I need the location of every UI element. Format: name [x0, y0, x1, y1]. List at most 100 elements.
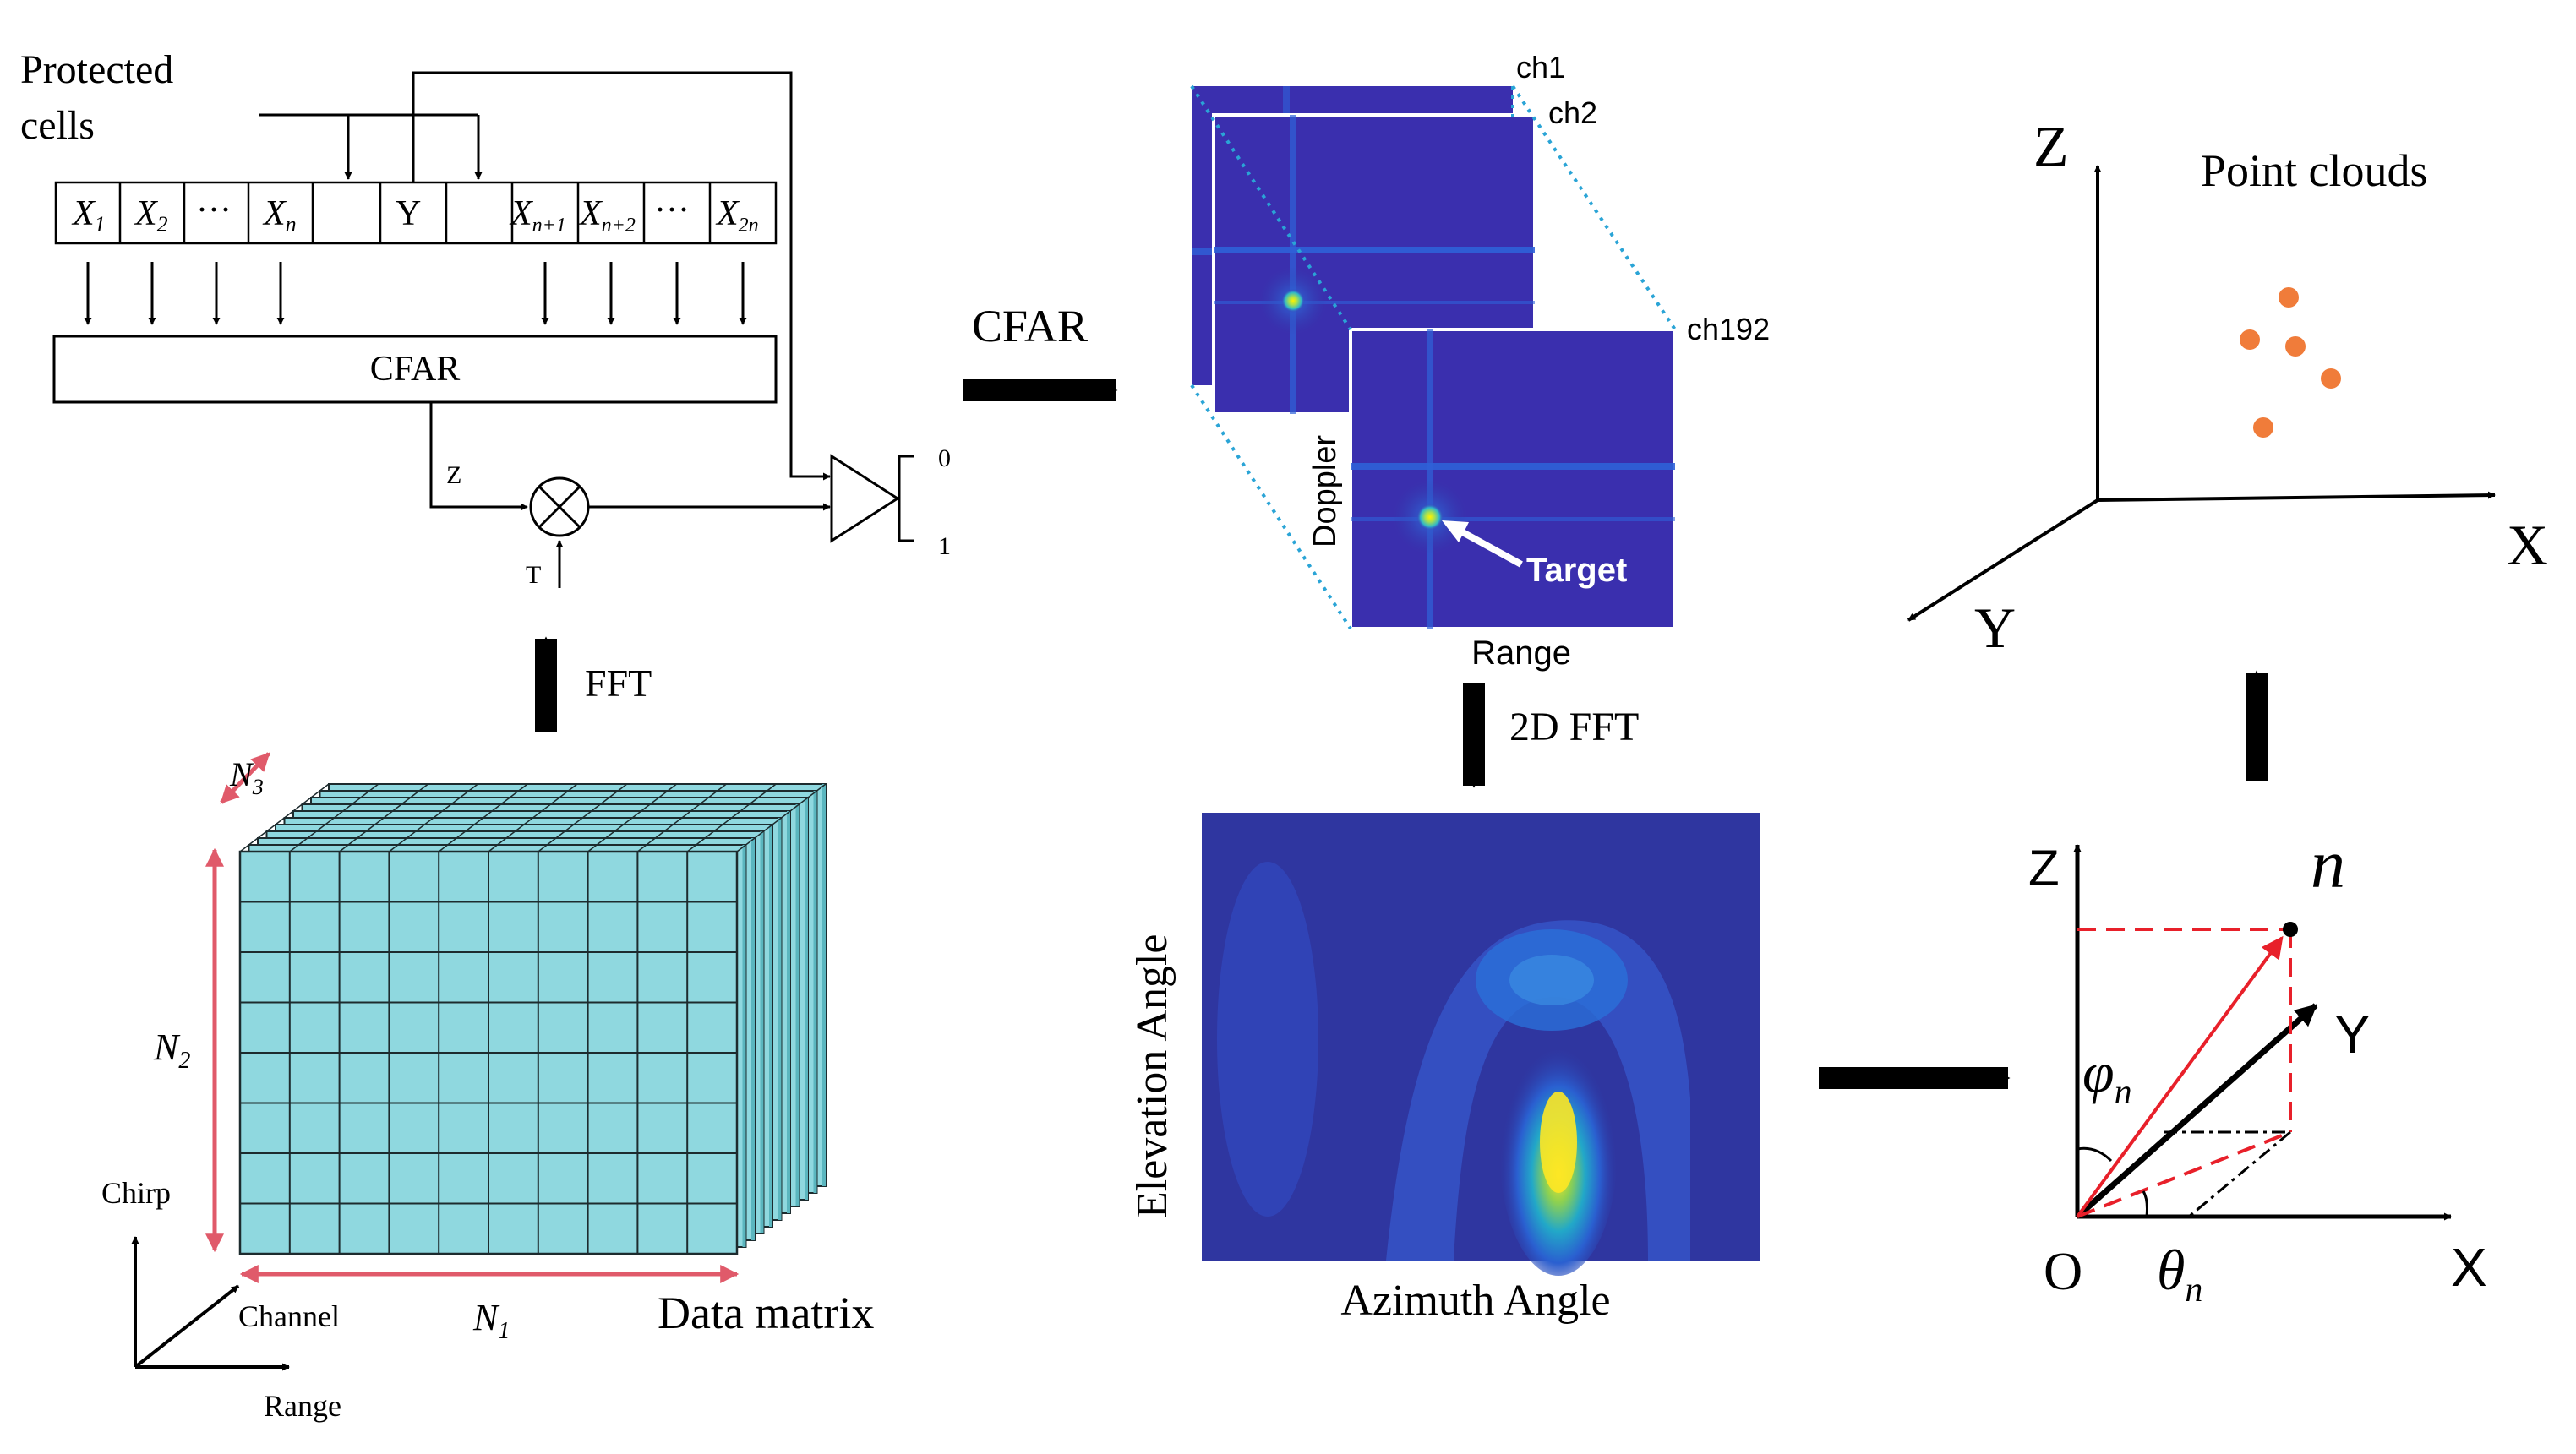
matrix-depth-line [488, 783, 578, 852]
matrix-depth-line [289, 783, 379, 852]
channel-axis [134, 1284, 240, 1369]
cfar-arrow-label: CFAR [972, 301, 1088, 351]
matrix-layer-edge [742, 845, 746, 1247]
matrix-layer-edge [787, 811, 790, 1213]
cell-x2n: X2n [715, 194, 759, 237]
pc-title: Point clouds [2201, 145, 2428, 196]
matrix-layer-edge [778, 818, 782, 1220]
protected-cells-bracket [259, 113, 483, 180]
n1-label: N1 [472, 1297, 510, 1344]
geometry-y-label: Y [2334, 1004, 2371, 1065]
cell-x1: X1 [71, 194, 106, 237]
matrix-depth-line [388, 783, 478, 852]
ch1-label: ch1 [1516, 50, 1565, 84]
angle-heatmap [1202, 813, 1760, 1276]
target-arrowhead [1442, 520, 1469, 542]
pc-points [2240, 287, 2341, 438]
matrix-layer-edge [822, 784, 826, 1186]
cell-xn2: Xn+2 [578, 194, 636, 237]
cfar-block [52, 335, 778, 404]
cells-to-cfar-arrows [84, 262, 747, 325]
protected-cells-label-line1: Protected [20, 47, 173, 92]
phi-arc [2077, 1146, 2113, 1163]
matrix-depth-line [736, 783, 827, 852]
matrix-layer-edge [769, 825, 772, 1227]
matrix-layer-edge [751, 838, 755, 1240]
comparator-symbol [830, 454, 900, 543]
pc-point [2253, 417, 2273, 438]
reference-cell-row [54, 181, 778, 245]
target-label: Target [1526, 552, 1627, 589]
matrix-layer-edge [795, 804, 800, 1206]
output-0-label: 0 [938, 444, 951, 472]
data-matrix-title: Data matrix [658, 1288, 874, 1338]
point-geometry: Z X Y O n φn θn [2028, 825, 2487, 1310]
pc-point [2321, 368, 2341, 389]
pc-x-label: X [2507, 513, 2548, 577]
ch2-label: ch2 [1548, 95, 1597, 130]
pc-y-axis [1907, 498, 2099, 622]
comparator-output-low [898, 498, 914, 542]
channel-stack-outline [1190, 84, 1677, 630]
cell-x2: X2 [134, 194, 168, 237]
z-signal-line [429, 402, 528, 511]
n2-label: N2 [153, 1027, 190, 1074]
cell-y: Y [396, 194, 421, 233]
fft2d-label: 2D FFT [1509, 705, 1639, 749]
n3-label: N3 [229, 755, 264, 799]
pc-point [2279, 287, 2299, 308]
multiplier-symbol [529, 476, 590, 537]
point-cloud-plot: Z X Y Point clouds [1907, 114, 2548, 660]
data-matrix-cube [238, 783, 827, 1255]
cfar-detector: Protected cells X1 X2 ··· Xn Y Xn+1 Xn+2… [20, 47, 951, 589]
range-doppler-maps: Target ch1 ch2 ch192 Doppler Range [1190, 50, 1770, 672]
pc-z-label: Z [2033, 114, 2069, 178]
matrix-depth-line [636, 783, 727, 852]
matrix-depth-line [538, 783, 628, 852]
channel-axis-label: Channel [238, 1299, 340, 1333]
theta-arc [2142, 1190, 2148, 1217]
range-axis-label: Range [264, 1389, 341, 1423]
matrix-layer-edge [760, 831, 764, 1233]
matrix-depth-line [686, 783, 777, 852]
z-label: Z [446, 461, 461, 489]
t-label: T [526, 561, 541, 589]
test-cell-line [412, 71, 831, 481]
comparator-output [898, 455, 914, 500]
phi-label: φn [2082, 1040, 2132, 1112]
chirp-axis-label: Chirp [101, 1176, 171, 1210]
ch192-label: ch192 [1687, 312, 1770, 346]
matrix-depth-line [438, 783, 528, 852]
geometry-y-axis [2075, 1003, 2318, 1219]
geometry-x-label: X [2451, 1237, 2487, 1298]
pc-y-label: Y [1974, 596, 2016, 660]
cell-xn1: Xn+1 [509, 194, 566, 237]
cell-xn: Xn [262, 194, 297, 237]
point-n-label: n [2311, 825, 2345, 902]
pc-point [2240, 329, 2260, 350]
cfar-block-label: CFAR [370, 350, 461, 389]
n3-dimension-arrow [220, 752, 270, 804]
elevation-angle-label: Elevation Angle [1128, 934, 1176, 1218]
point-vector [2076, 935, 2284, 1218]
fft-label: FFT [585, 662, 652, 705]
matrix-depth-line [587, 783, 678, 852]
pc-point [2285, 336, 2306, 357]
doppler-axis-label: Doppler [1307, 435, 1343, 547]
geometry-z-label: Z [2028, 840, 2060, 896]
origin-label: O [2044, 1241, 2082, 1301]
azimuth-angle-label: Azimuth Angle [1340, 1277, 1610, 1325]
matrix-layer-edge [813, 791, 817, 1193]
range-axis-label-rd: Range [1471, 634, 1571, 672]
rd-map-ch192 [1349, 328, 1677, 630]
output-1-label: 1 [938, 532, 951, 560]
point-n-marker [2283, 922, 2298, 937]
data-matrix-annotations: N3 N2 N1 Data matrix Chirp Channel Range [101, 752, 874, 1423]
protected-cells-label-line2: cells [20, 103, 95, 148]
matrix-layer-edge [805, 798, 808, 1200]
cell-dots-right: ··· [654, 191, 690, 230]
matrix-depth-line [339, 783, 429, 852]
cell-dots-left: ··· [196, 191, 232, 230]
matrix-depth-line [239, 783, 330, 852]
